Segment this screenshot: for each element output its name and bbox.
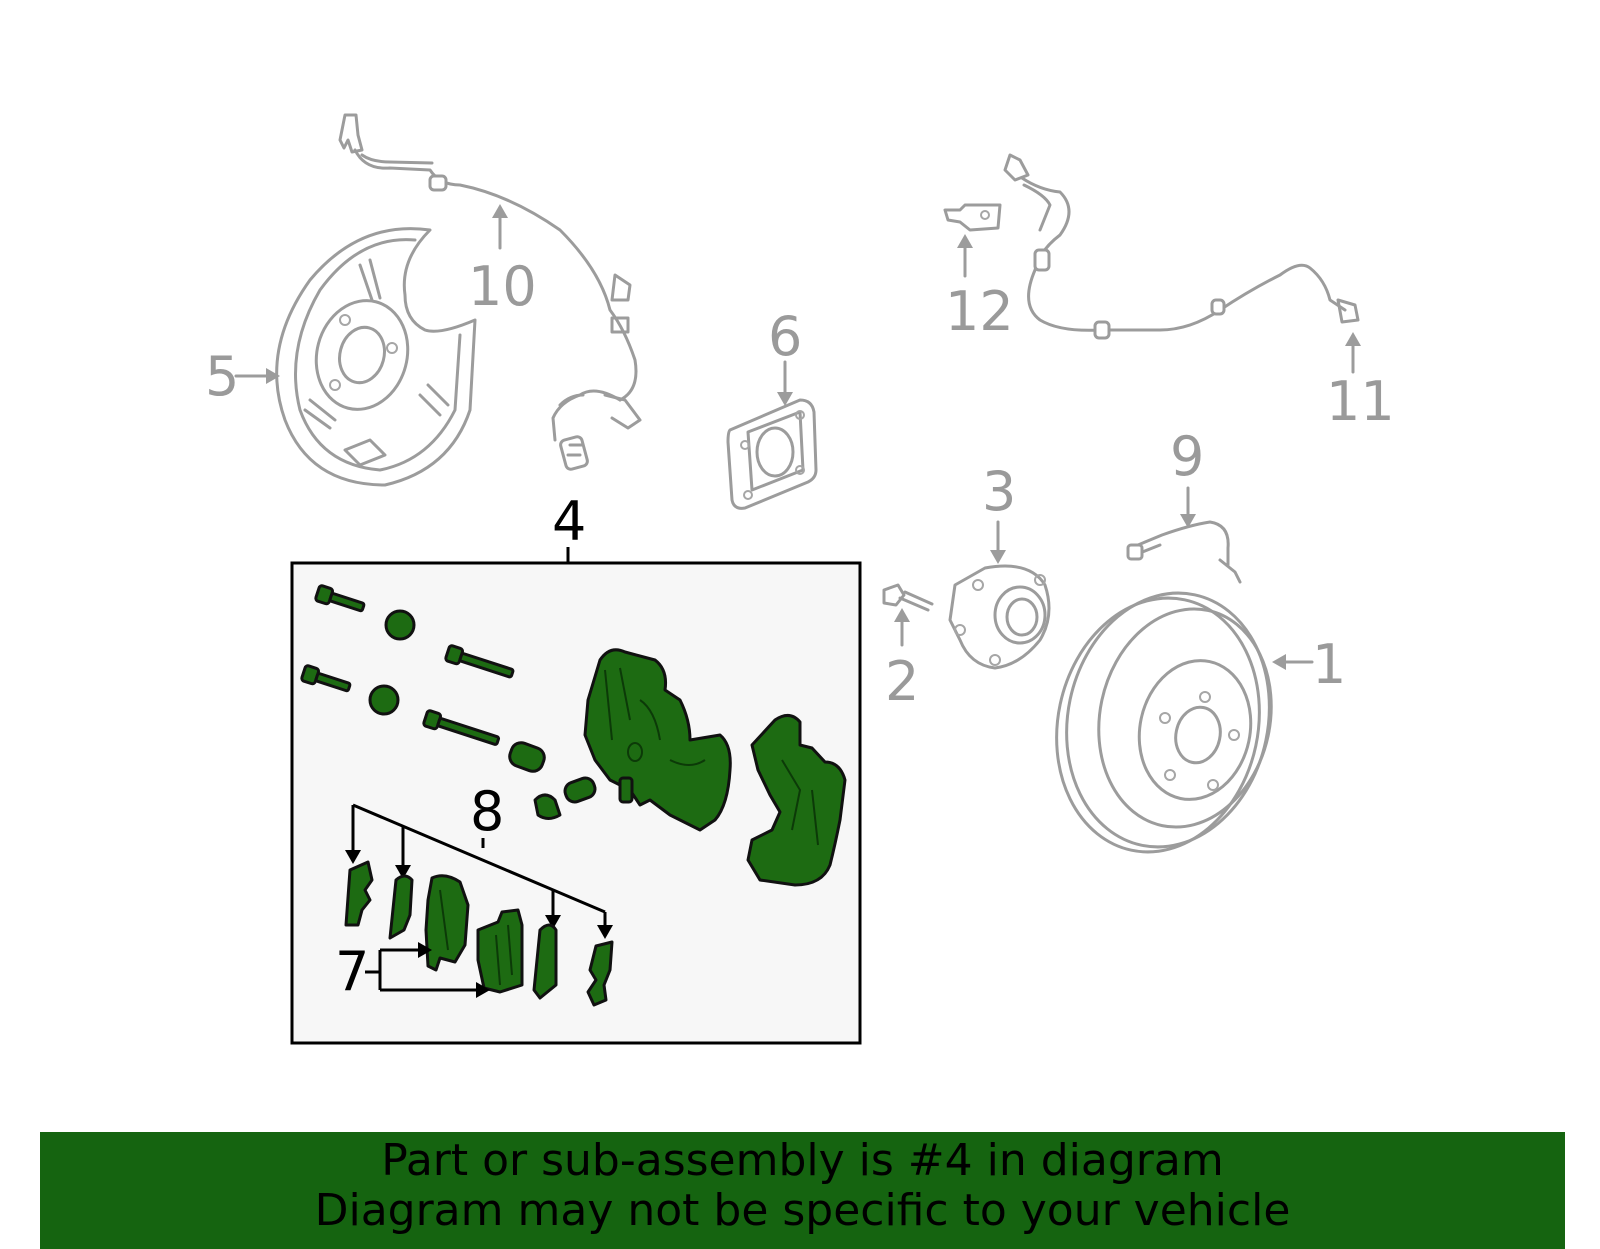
part-11-abs-sensor-harness[interactable] [1003,153,1360,340]
part-6-gasket[interactable] [726,398,818,510]
part-10-abs-sensor-harness[interactable] [338,113,642,471]
callout-1: 1 [1312,633,1346,696]
part-7-brake-pads[interactable] [424,874,524,994]
banner-line-2: Diagram may not be specific to your vehi… [314,1185,1291,1236]
callout-4: 4 [552,490,586,553]
part-1-brake-rotor[interactable] [1034,574,1293,871]
callout-11: 11 [1326,370,1395,433]
part-5-dust-shield[interactable] [275,227,477,487]
info-banner: Part or sub-assembly is #4 in diagram Di… [40,1132,1565,1249]
callout-10: 10 [468,255,537,318]
part-9-brake-hose[interactable] [1126,520,1242,584]
callout-2: 2 [885,650,919,713]
part-3-hub-bearing[interactable] [948,564,1051,670]
part-8-shims-and-clips[interactable] [344,860,614,1007]
part-4-caliper-bracket[interactable] [746,714,847,887]
part-4-caliper-body[interactable] [583,648,732,832]
callout-5: 5 [205,345,239,408]
callout-9: 9 [1170,425,1204,488]
callout-7: 7 [335,940,369,1003]
banner-line-1: Part or sub-assembly is #4 in diagram [381,1135,1224,1186]
callout-12: 12 [945,280,1014,343]
callout-8: 8 [470,780,504,843]
callout-6: 6 [768,305,802,368]
part-2-bolt[interactable] [882,583,934,612]
part-4-hardware[interactable] [300,584,597,820]
part-12-bracket[interactable] [943,203,1002,232]
callout-3: 3 [982,460,1016,523]
